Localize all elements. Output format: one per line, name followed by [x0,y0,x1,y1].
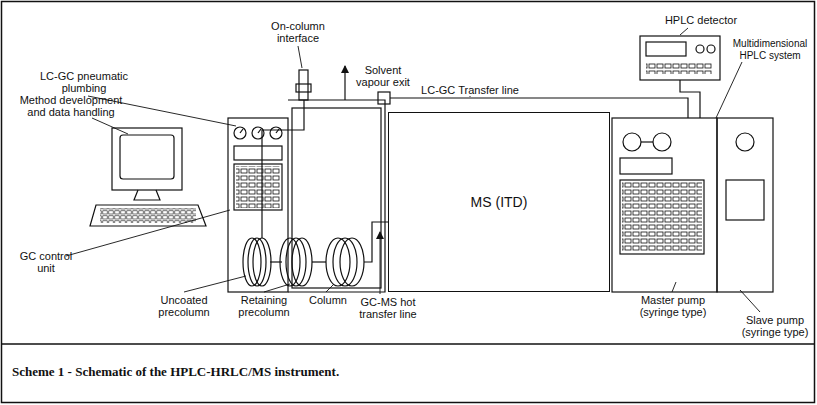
callout-label: Column [304,294,352,306]
callout-label: Slave pump (syringe type) [737,314,813,338]
callout-label: Method development and data handling [12,94,130,118]
separator [2,343,815,345]
callout-label: LC-GC pneumatic plumbing [36,70,132,94]
computer [90,128,206,226]
callout-label: HPLC detector [656,14,746,26]
callout-label: Multidimensional HPLC system [727,38,813,62]
callout-label: Retaining precolumn [226,294,302,318]
hplc-system [612,36,773,292]
callout-label: GC control unit [10,250,82,274]
callout-label: Solvent vapour exit [352,64,414,88]
leader-lines [66,28,760,312]
ms-box: MS (ITD) [388,112,610,292]
callout-label: LC-GC Transfer line [414,84,526,96]
callout-label: On-column interface [258,20,338,44]
callout-label: Master pump (syringe type) [628,294,718,318]
gc-unit [228,66,390,292]
caption: Scheme 1 - Schematic of the HPLC-HRLC/MS… [12,364,339,380]
callout-label: GC-MS hot transfer line [344,296,432,320]
node-label: MS (ITD) [471,194,528,210]
callout-label: Uncoated precolumn [146,294,222,318]
